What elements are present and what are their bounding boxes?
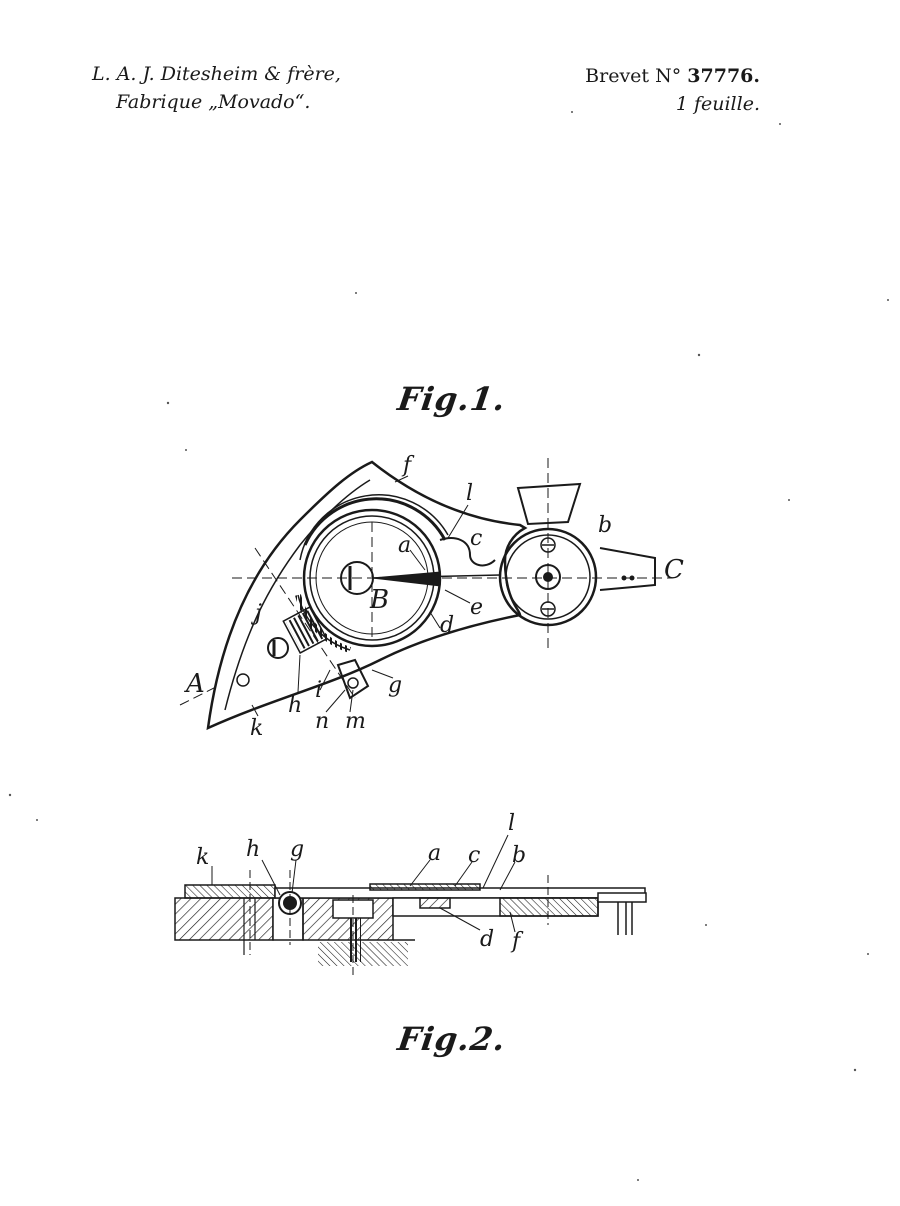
fig1-label-n: n	[315, 709, 329, 734]
fig1-label-e: e	[470, 595, 483, 620]
fig1-label-l: l	[466, 481, 473, 506]
fig1-drawing	[179, 458, 672, 731]
fig1-label-C: C	[664, 555, 684, 585]
fig1-label-h: h	[288, 693, 302, 718]
fig1-label-b: b	[598, 513, 612, 538]
fig1-label-c: c	[470, 526, 482, 551]
stud	[516, 482, 582, 526]
brevet-label: Brevet N°	[585, 65, 682, 87]
fig2-label-f: f	[510, 929, 524, 954]
fig1-label-g: g	[388, 673, 402, 698]
applicant-name: L. A. J. Ditesheim & frère,	[92, 63, 341, 85]
fig2-label-c: c	[468, 843, 480, 868]
fig2-label-l: l	[508, 811, 515, 836]
regulator-arm	[599, 547, 656, 591]
fig1-label-j: j	[250, 601, 262, 626]
fig1-label-B: B	[369, 585, 389, 615]
fig2-label-h: h	[246, 837, 260, 862]
regulator-plate	[206, 460, 528, 731]
fig1-label-a: a	[398, 533, 411, 558]
scan-specks	[8, 111, 889, 1181]
applicant-block: L. A. J. Ditesheim & frère, Fabrique „Mo…	[92, 60, 341, 116]
fig1-label-m: m	[345, 709, 366, 734]
patent-info: Brevet N° 37776. 1 feuille.	[585, 62, 760, 118]
fig1-label-i: i	[315, 678, 322, 703]
fig2-label-g: g	[290, 837, 304, 862]
fig2-label-d: d	[480, 927, 494, 952]
brevet-number: 37776.	[687, 65, 760, 87]
fig2-drawing	[174, 834, 647, 975]
applicant-factory: Fabrique „Movado“.	[116, 91, 311, 113]
fig1-label-k: k	[250, 716, 263, 741]
fig2-label-a: a	[428, 841, 441, 866]
fig2-label-b: b	[512, 843, 526, 868]
fig1-labels: f l b a c C B e d j A g h i k n m	[184, 453, 684, 741]
fig2-label-k: k	[196, 845, 209, 870]
sheet-count: 1 feuille.	[675, 93, 760, 115]
fig1-label-A: A	[184, 669, 205, 699]
fig2-labels: k h g a c l b d f	[196, 811, 526, 954]
fig1-label-f: f	[401, 453, 415, 478]
fig1-label-d: d	[440, 613, 454, 638]
